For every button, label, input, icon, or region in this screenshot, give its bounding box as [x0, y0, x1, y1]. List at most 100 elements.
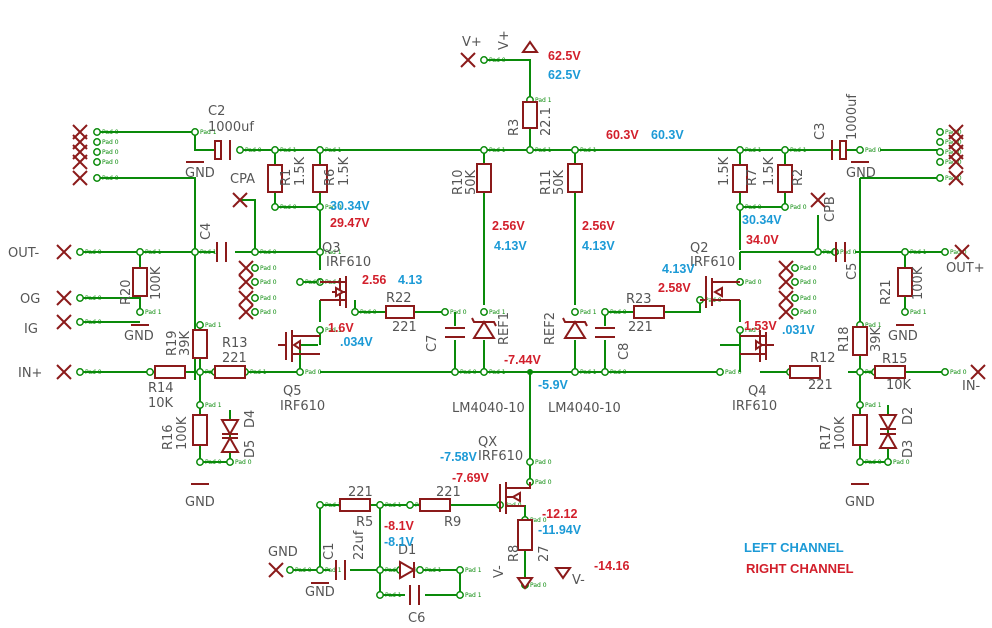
label-r8: R8	[507, 545, 522, 562]
pad	[941, 248, 949, 256]
resistor-r22	[385, 305, 415, 319]
pad-label: Pad 0	[102, 139, 119, 146]
label-gnd-d5: GND	[185, 495, 215, 510]
v-ref2-left: 4.13V	[582, 239, 615, 253]
resistor-r7	[732, 164, 748, 193]
pad-label: Pad 0	[610, 309, 627, 316]
diode-d3	[878, 431, 898, 449]
mosfet-q5	[278, 330, 320, 362]
no-connect-mark	[72, 170, 88, 186]
pad	[191, 248, 199, 256]
pad	[480, 56, 488, 64]
pads: Pad 1 Pad 0 Pad 1 Pad 1 Pad 0 Pad 0 Pad 1 Pad 1…	[76, 56, 967, 599]
pad-label: Pad 0	[800, 309, 817, 316]
pad-label: Pad 1	[205, 402, 222, 409]
label-d5: D5	[243, 440, 258, 458]
no-connect-mark	[56, 314, 72, 330]
resistor-r15	[874, 365, 906, 379]
v-common-left: -5.9V	[538, 378, 569, 392]
vminus-arrow-2	[554, 567, 572, 580]
pad-label: Pad 1	[865, 322, 882, 329]
label-r15: R15	[882, 352, 908, 367]
pad	[196, 321, 204, 329]
pad	[76, 368, 84, 376]
label-r15-value: 10K	[886, 378, 912, 393]
no-connect-mark	[56, 364, 72, 380]
pad	[271, 203, 279, 211]
pad	[791, 308, 799, 316]
pad-label: Pad 1	[790, 147, 807, 154]
v-q2-src-right: 2.58V	[658, 281, 691, 295]
pad-label: Pad 0	[865, 147, 882, 154]
v-q2-drain-left: 30.34V	[742, 213, 782, 227]
label-c4: C4	[199, 223, 214, 240]
pad-label: Pad 1	[580, 309, 597, 316]
pad	[856, 368, 864, 376]
pad-label: Pad 0	[945, 149, 962, 156]
label-gnd-c2: GND	[185, 166, 215, 181]
resistor-r12	[789, 365, 821, 379]
label-gnd-r20: GND	[124, 329, 154, 344]
resistor-r19	[192, 329, 208, 359]
label-gnd-left: GND	[268, 545, 298, 560]
pad	[736, 326, 744, 334]
no-connect-mark	[238, 304, 254, 320]
v-ref1-left: 4.13V	[494, 239, 527, 253]
label-r14-value: 10K	[148, 396, 174, 411]
pad-label: Pad 0	[745, 279, 762, 286]
pad	[601, 308, 609, 316]
v-q2-src-left: 4.13V	[662, 262, 695, 276]
label-in-minus: IN-	[962, 379, 981, 394]
label-r6: R6	[323, 169, 338, 186]
pad-label: Pad 1	[325, 147, 342, 154]
pad	[480, 308, 488, 316]
label-r11: R11	[539, 169, 554, 195]
pad	[136, 308, 144, 316]
resistor-r21	[897, 267, 913, 297]
capacitor-c2	[214, 140, 231, 160]
pad	[236, 146, 244, 154]
pad-label: Pad 1	[205, 322, 222, 329]
legend-right-channel: RIGHT CHANNEL	[746, 561, 854, 576]
mosfet-q2	[700, 276, 740, 308]
v-q5-drain-right: 1.6V	[328, 321, 354, 335]
label-r19: R19	[165, 330, 180, 356]
pad	[226, 458, 234, 466]
pad	[76, 318, 84, 326]
pad	[526, 146, 534, 154]
label-d1: D1	[398, 543, 416, 558]
label-c8: C8	[617, 343, 632, 360]
label-c6: C6	[408, 611, 425, 626]
label-r11-value: 50K	[552, 169, 567, 195]
capacitor-c7	[445, 327, 465, 338]
label-r5-ref: R5	[356, 515, 373, 530]
label-cpa: CPA	[230, 172, 255, 187]
label-r9: 221	[436, 485, 461, 500]
pad-label: Pad 0	[260, 279, 277, 286]
pad-label: Pad 0	[450, 309, 467, 316]
pad	[93, 128, 101, 136]
no-connect-mark	[268, 562, 284, 578]
v-vplus-left: 62.5V	[548, 68, 581, 82]
mosfet-qx	[499, 482, 531, 514]
pad	[781, 203, 789, 211]
no-connect-mark	[238, 260, 254, 276]
pad	[791, 264, 799, 272]
label-r20-value: 100K	[149, 266, 164, 300]
pad	[296, 278, 304, 286]
label-ref1: REF1	[497, 312, 512, 345]
pad-label: Pad 0	[535, 459, 552, 466]
v-q3-drain-left: 30.34V	[330, 199, 370, 213]
v-ref2-right: 2.56V	[582, 219, 615, 233]
capacitor-c4	[216, 242, 227, 262]
label-r3: R3	[507, 119, 522, 136]
label-r13: R13	[222, 336, 248, 351]
pad	[316, 248, 324, 256]
resistor-r6	[312, 164, 328, 193]
diodes	[220, 317, 898, 580]
label-r9-ref: R9	[444, 515, 461, 530]
pad	[196, 401, 204, 409]
pad-label: Pad 0	[260, 249, 277, 256]
label-out-minus: OUT-	[8, 246, 39, 261]
label-r21: R21	[879, 279, 894, 305]
